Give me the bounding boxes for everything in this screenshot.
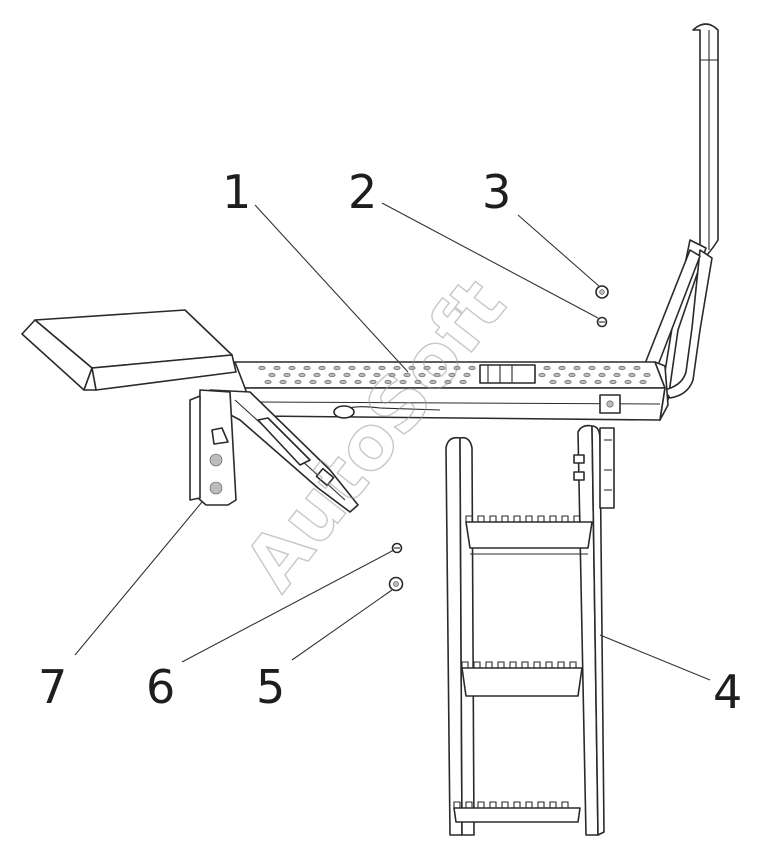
perforation-hole xyxy=(633,365,641,371)
perforation-hole xyxy=(268,372,276,378)
perforation-hole xyxy=(553,372,561,378)
perforation-hole xyxy=(294,379,302,385)
perforation-hole xyxy=(643,372,651,378)
perforation-hole xyxy=(573,365,581,371)
leader-2 xyxy=(381,202,599,319)
perforation-hole xyxy=(603,365,611,371)
perforation-hole xyxy=(433,372,441,378)
nut-part-2 xyxy=(596,316,608,328)
callout-5: 5 xyxy=(256,660,285,714)
perforation-hole xyxy=(393,365,401,371)
perforation-hole xyxy=(283,372,291,378)
support-arm xyxy=(209,389,359,513)
perforation-hole xyxy=(543,365,551,371)
perforation-hole xyxy=(468,365,476,371)
platform-perforations xyxy=(258,365,651,385)
perforation-hole xyxy=(459,379,467,385)
perforation-hole xyxy=(358,372,366,378)
perforation-hole xyxy=(333,365,341,371)
perforation-hole xyxy=(598,372,606,378)
perforation-hole xyxy=(388,372,396,378)
leader-lines xyxy=(74,202,711,681)
perforation-hole xyxy=(303,365,311,371)
perforation-hole xyxy=(339,379,347,385)
perforation-hole xyxy=(328,372,336,378)
leader-6 xyxy=(181,549,395,663)
perforation-hole xyxy=(613,372,621,378)
perforation-hole xyxy=(594,379,602,385)
washer-part-5 xyxy=(388,576,404,592)
callout-7: 7 xyxy=(38,660,67,714)
ladder xyxy=(445,424,615,836)
leader-3 xyxy=(517,214,601,288)
ladder-step-3 xyxy=(453,801,581,823)
leader-5 xyxy=(291,589,393,661)
perforation-hole xyxy=(399,379,407,385)
perforation-hole xyxy=(538,372,546,378)
perforation-hole xyxy=(373,372,381,378)
perforation-hole xyxy=(558,365,566,371)
perforation-hole xyxy=(309,379,317,385)
perforation-hole xyxy=(583,372,591,378)
perforation-hole xyxy=(549,379,557,385)
perforation-hole xyxy=(288,365,296,371)
callout-4: 4 xyxy=(713,665,742,719)
ladder-step-1 xyxy=(465,515,593,555)
perforation-hole xyxy=(403,372,411,378)
perforation-hole xyxy=(568,372,576,378)
perforation-hole xyxy=(639,379,647,385)
perforation-hole xyxy=(348,365,356,371)
callout-6: 6 xyxy=(146,660,175,714)
perforation-hole xyxy=(369,379,377,385)
perforation-hole xyxy=(279,379,287,385)
perforation-hole xyxy=(444,379,452,385)
leader-7 xyxy=(74,501,203,656)
perforation-hole xyxy=(423,365,431,371)
perforation-hole xyxy=(313,372,321,378)
perforation-hole xyxy=(414,379,422,385)
perforation-hole xyxy=(264,379,272,385)
perforation-hole xyxy=(298,372,306,378)
perforation-hole xyxy=(448,372,456,378)
grab-handle xyxy=(627,23,719,411)
perforation-hole xyxy=(418,372,426,378)
leader-4 xyxy=(599,634,711,681)
perforation-hole xyxy=(378,365,386,371)
perforation-hole xyxy=(258,365,266,371)
perforation-hole xyxy=(588,365,596,371)
callout-1: 1 xyxy=(222,165,251,219)
perforation-hole xyxy=(624,379,632,385)
perforation-hole xyxy=(609,379,617,385)
washer-part-3 xyxy=(595,285,609,299)
mount-bracket xyxy=(189,389,237,506)
perforation-hole xyxy=(363,365,371,371)
seat-pad xyxy=(21,309,237,391)
perforation-hole xyxy=(628,372,636,378)
perforation-hole xyxy=(429,379,437,385)
perforation-hole xyxy=(318,365,326,371)
platform-deck xyxy=(234,361,669,421)
perforation-hole xyxy=(273,365,281,371)
perforation-hole xyxy=(324,379,332,385)
callout-2: 2 xyxy=(348,165,377,219)
perforation-hole xyxy=(564,379,572,385)
callout-3: 3 xyxy=(482,165,511,219)
perforation-hole xyxy=(384,379,392,385)
bolt-part-6 xyxy=(391,542,403,554)
perforation-hole xyxy=(579,379,587,385)
leader-1 xyxy=(254,204,409,373)
perforation-hole xyxy=(408,365,416,371)
perforation-hole xyxy=(453,365,461,371)
perforation-hole xyxy=(618,365,626,371)
perforation-hole xyxy=(438,365,446,371)
ladder-step-2 xyxy=(461,661,583,697)
perforation-hole xyxy=(354,379,362,385)
perforation-hole xyxy=(463,372,471,378)
perforation-hole xyxy=(343,372,351,378)
